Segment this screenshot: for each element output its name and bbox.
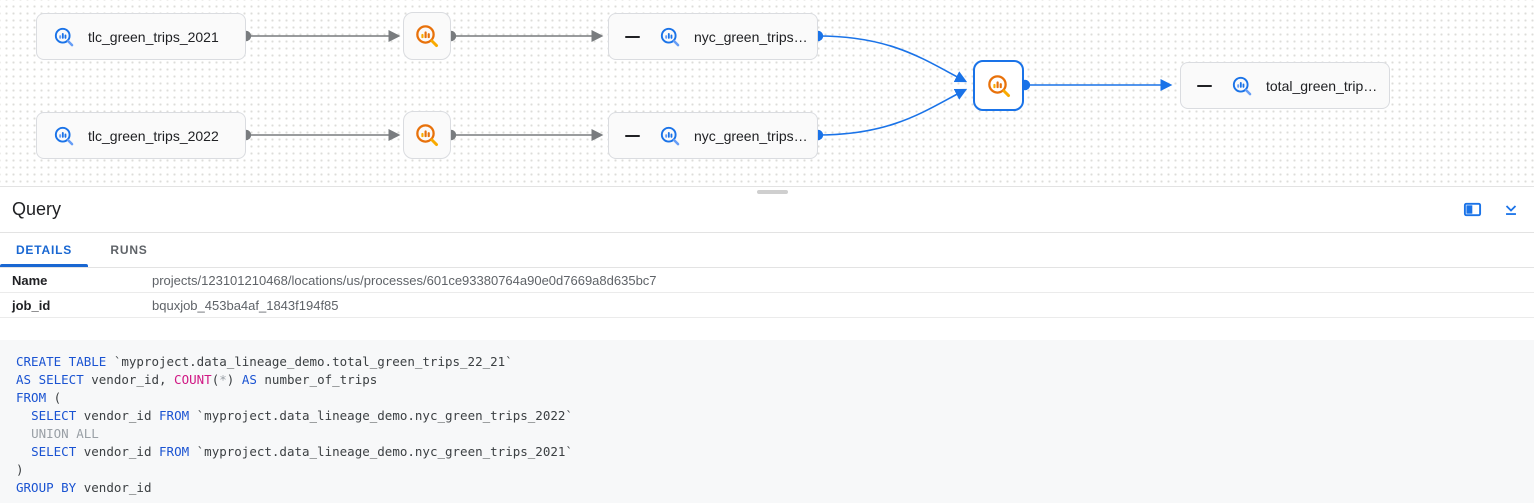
query-details-panel: Query DETAILS RUNS Name [0, 187, 1534, 503]
table-node-label: nyc_green_trips… [694, 28, 808, 45]
detail-label: Name [12, 272, 48, 288]
sql-query-code: CREATE TABLE `myproject.data_lineage_dem… [0, 340, 1534, 503]
lineage-graph-canvas[interactable]: tlc_green_trips_2021 tlc_green_trips_202… [0, 0, 1534, 187]
tab-details[interactable]: DETAILS [0, 233, 88, 267]
bigquery-table-icon [53, 125, 75, 147]
detail-value: bquxjob_453ba4af_1843f194f85 [152, 297, 339, 313]
panel-title: Query [12, 199, 62, 219]
table-node-label: nyc_green_trips… [694, 127, 808, 144]
bigquery-table-icon [659, 26, 681, 48]
table-node-total_green_trips[interactable]: total_green_trip… [1180, 62, 1390, 109]
bigquery-table-icon [659, 125, 681, 147]
collapse-minus-icon[interactable] [1197, 84, 1212, 87]
panel-header-actions [1463, 200, 1520, 219]
bigquery-table-icon [1231, 75, 1253, 97]
panel-tabs: DETAILS RUNS [0, 233, 1534, 268]
table-node-tlc_green_trips_2021[interactable]: tlc_green_trips_2021 [36, 13, 246, 60]
open-in-split-view-icon[interactable] [1463, 200, 1482, 219]
query-process-icon [414, 23, 440, 49]
panel-header: Query [0, 187, 1534, 233]
table-node-label: tlc_green_trips_2022 [88, 127, 219, 144]
table-node-tlc_green_trips_2022[interactable]: tlc_green_trips_2022 [36, 112, 246, 159]
bigquery-table-icon [53, 26, 75, 48]
query-process-icon [414, 122, 440, 148]
table-node-nyc_green_trips_bottom[interactable]: nyc_green_trips… [608, 112, 818, 159]
collapse-minus-icon[interactable] [625, 134, 640, 137]
query-process-icon [986, 73, 1012, 99]
detail-label: job_id [12, 297, 51, 313]
details-fields: Name projects/123101210468/locations/us/… [0, 268, 1534, 318]
collapse-panel-icon[interactable] [1502, 201, 1520, 219]
process-node-process-top[interactable] [403, 12, 451, 60]
table-node-label: total_green_trip… [1266, 77, 1378, 94]
collapse-minus-icon[interactable] [625, 35, 640, 38]
process-node-process-bottom[interactable] [403, 111, 451, 159]
process-node-process-selected[interactable] [973, 60, 1024, 111]
detail-row-name: Name projects/123101210468/locations/us/… [0, 268, 1534, 293]
panel-resize-handle[interactable] [757, 190, 788, 194]
table-node-nyc_green_trips_top[interactable]: nyc_green_trips… [608, 13, 818, 60]
table-node-label: tlc_green_trips_2021 [88, 28, 219, 45]
detail-row-job_id: job_id bquxjob_453ba4af_1843f194f85 [0, 293, 1534, 318]
tab-runs[interactable]: RUNS [110, 243, 148, 257]
detail-value: projects/123101210468/locations/us/proce… [152, 272, 657, 288]
